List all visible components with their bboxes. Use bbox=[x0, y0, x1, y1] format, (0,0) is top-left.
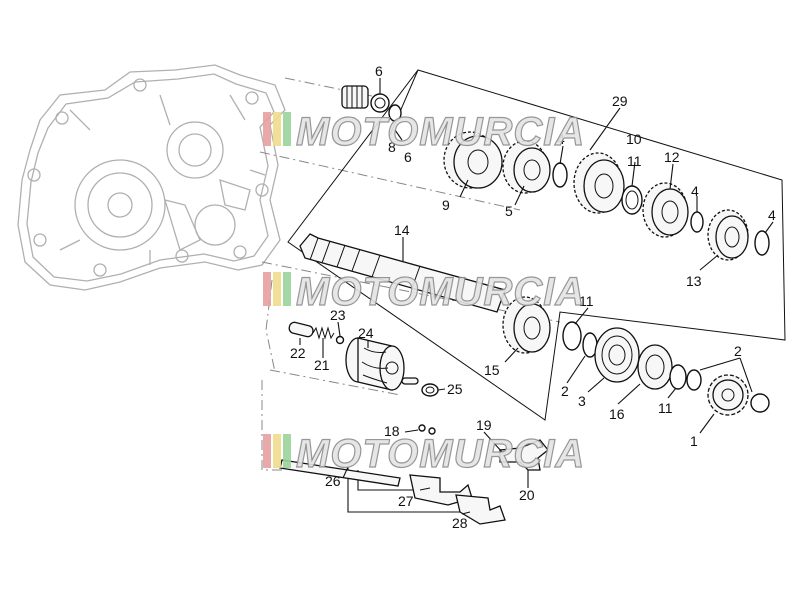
label-12: 12 bbox=[664, 149, 680, 165]
watermark-stripe-yellow bbox=[273, 112, 281, 146]
label-4-a: 4 bbox=[557, 131, 565, 147]
label-11-a: 11 bbox=[627, 153, 642, 169]
watermark-stripe-red bbox=[263, 112, 271, 146]
watermark-bottom: MOTOMURCIA bbox=[263, 431, 585, 477]
ring-18 bbox=[418, 424, 426, 432]
main-shaft-gears bbox=[341, 85, 770, 261]
label-4-c: 4 bbox=[768, 207, 776, 223]
needle-bearing bbox=[341, 85, 369, 109]
label-19: 19 bbox=[476, 417, 492, 433]
drum-pin bbox=[401, 377, 419, 385]
selector-forks bbox=[279, 424, 549, 525]
label-1: 1 bbox=[690, 433, 698, 449]
watermark-stripe-green bbox=[283, 434, 291, 468]
label-6-bottom: 6 bbox=[404, 149, 412, 165]
label-15: 15 bbox=[484, 362, 500, 378]
circlip-small bbox=[388, 104, 402, 122]
label-16: 16 bbox=[609, 406, 625, 422]
leader-lines bbox=[299, 78, 774, 515]
label-10: 10 bbox=[626, 131, 642, 147]
gear-9-face bbox=[453, 135, 503, 189]
label-13: 13 bbox=[686, 273, 702, 289]
watermark-stripe-green bbox=[283, 272, 291, 306]
label-8: 8 bbox=[388, 139, 396, 155]
ball-23 bbox=[335, 335, 345, 345]
watermark-stripe-yellow bbox=[273, 272, 281, 306]
plunger-22 bbox=[288, 321, 314, 338]
circlip-2b bbox=[686, 369, 702, 391]
selector-drum-assembly bbox=[288, 321, 439, 397]
label-18: 18 bbox=[384, 423, 400, 439]
label-20: 20 bbox=[519, 487, 535, 503]
label-24: 24 bbox=[358, 325, 374, 341]
label-21: 21 bbox=[314, 357, 330, 373]
circlip-4b bbox=[690, 211, 704, 233]
label-29: 29 bbox=[612, 93, 628, 109]
washer-11b bbox=[562, 321, 582, 351]
label-23: 23 bbox=[330, 307, 346, 323]
label-4-b: 4 bbox=[691, 183, 699, 199]
gearbox-shaft-frame bbox=[287, 69, 786, 421]
label-28: 28 bbox=[452, 515, 468, 531]
watermark-top: MOTOMURCIA bbox=[263, 109, 585, 155]
watermark-text: MOTOMURCIA bbox=[296, 110, 585, 154]
label-14: 14 bbox=[394, 222, 410, 238]
spring-21 bbox=[312, 326, 335, 340]
label-11-b: 11 bbox=[579, 293, 594, 309]
crankcase-outline bbox=[17, 64, 286, 291]
label-11-c: 11 bbox=[658, 400, 673, 416]
label-27: 27 bbox=[398, 493, 414, 509]
label-9: 9 bbox=[442, 197, 450, 213]
part-labels: 6 29 4 10 11 12 4 4 8 6 9 5 13 14 11 15 … bbox=[290, 63, 776, 531]
label-2-b: 2 bbox=[734, 343, 742, 359]
watermark-stripe-red bbox=[263, 272, 271, 306]
watermark-middle: MOTOMURCIA bbox=[263, 269, 585, 315]
watermark-stripe-green bbox=[283, 112, 291, 146]
label-25: 25 bbox=[447, 381, 463, 397]
watermark-text: MOTOMURCIA bbox=[296, 270, 585, 314]
label-22: 22 bbox=[290, 345, 306, 361]
label-3: 3 bbox=[578, 393, 586, 409]
label-5: 5 bbox=[505, 203, 513, 219]
watermark-text: MOTOMURCIA bbox=[296, 432, 585, 476]
fork-20 bbox=[499, 439, 549, 471]
label-2-a: 2 bbox=[561, 383, 569, 399]
circlip-4c bbox=[754, 230, 770, 256]
seal-16 bbox=[637, 344, 673, 390]
washer-25 bbox=[421, 383, 439, 397]
watermark-stripe-yellow bbox=[273, 434, 281, 468]
label-6-top: 6 bbox=[375, 63, 383, 79]
label-26: 26 bbox=[325, 473, 341, 489]
washer-11a bbox=[621, 185, 643, 215]
group-frames bbox=[287, 69, 786, 513]
circlip-4a bbox=[552, 162, 568, 188]
countershaft bbox=[299, 233, 770, 416]
washer-11c bbox=[669, 364, 687, 390]
watermark-stripe-red bbox=[263, 434, 271, 468]
circlip-2c bbox=[750, 393, 770, 413]
